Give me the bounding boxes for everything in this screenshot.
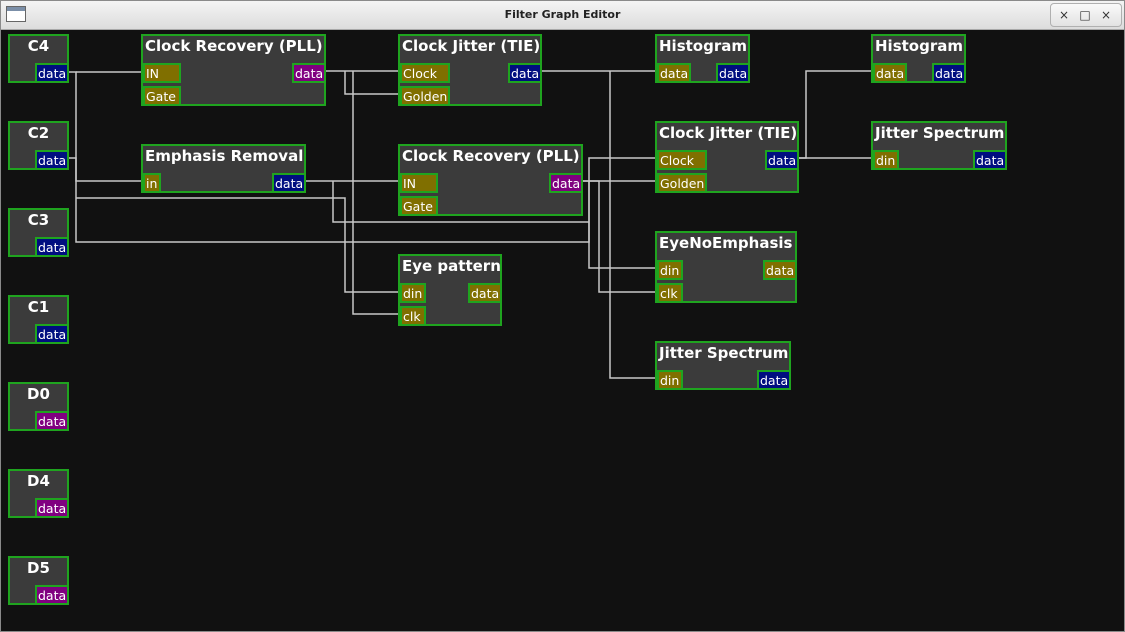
node-title: EyeNoEmphasis: [659, 234, 793, 252]
wire-c2-to-emphasis-removal: [67, 157, 143, 182]
node-eye-pattern[interactable]: Eye pattern din clk data: [398, 254, 502, 326]
wire-cdr1-to-jitter-golden: [344, 71, 400, 95]
node-title: Histogram: [875, 37, 963, 55]
output-port-data[interactable]: data: [508, 63, 542, 83]
source-label: C3: [27, 211, 50, 229]
input-port-in[interactable]: IN: [143, 63, 181, 83]
input-port-data[interactable]: data: [657, 63, 691, 83]
window-icon[interactable]: [6, 6, 26, 22]
source-output-port[interactable]: data: [35, 324, 69, 344]
input-port-din[interactable]: din: [657, 260, 683, 280]
node-title: Eye pattern: [402, 257, 501, 275]
node-eye-no-emphasis[interactable]: EyeNoEmphasis din clk data: [655, 231, 797, 303]
wire-cdr2-to-eyeno-din: [588, 181, 655, 269]
node-title: Histogram: [659, 37, 747, 55]
input-port-din[interactable]: din: [873, 150, 899, 170]
input-port-golden[interactable]: Golden: [400, 86, 450, 106]
output-port-data[interactable]: data: [468, 283, 502, 303]
input-port-clock[interactable]: Clock: [400, 63, 450, 83]
output-port-data[interactable]: data: [932, 63, 966, 83]
wire-emphasis-to-eye-din: [332, 181, 589, 223]
output-port-data[interactable]: data: [757, 370, 791, 390]
source-label: D5: [27, 559, 50, 577]
wire-cdr2-to-eyeno-clk: [581, 180, 655, 293]
wire-jitter1-to-spectrum: [609, 71, 655, 379]
node-histogram-1[interactable]: Histogram data data: [655, 34, 750, 83]
source-node-c1[interactable]: C1 data: [8, 295, 69, 344]
node-title: Clock Jitter (TIE): [402, 37, 541, 55]
input-port-gate[interactable]: Gate: [400, 196, 438, 216]
wire-c4-to-clock-recovery: [67, 71, 655, 243]
source-node-d4[interactable]: D4 data: [8, 469, 69, 518]
node-clock-recovery-1[interactable]: Clock Recovery (PLL) IN Gate data: [141, 34, 326, 106]
node-clock-jitter-2[interactable]: Clock Jitter (TIE) Clock Golden data: [655, 121, 799, 193]
node-histogram-2[interactable]: Histogram data data: [871, 34, 966, 83]
node-title: Jitter Spectrum: [659, 344, 789, 362]
output-port-data[interactable]: data: [716, 63, 750, 83]
wire-jitter2-to-histogram2: [797, 70, 871, 159]
source-output-port[interactable]: data: [35, 63, 69, 83]
node-jitter-spectrum-1[interactable]: Jitter Spectrum din data: [655, 341, 791, 390]
wire-layer: [67, 70, 871, 379]
node-title: Clock Recovery (PLL): [145, 37, 323, 55]
source-node-d5[interactable]: D5 data: [8, 556, 69, 605]
input-port-data[interactable]: data: [873, 63, 907, 83]
source-label: C2: [27, 124, 50, 142]
minimize-icon[interactable]: ×: [1058, 8, 1070, 22]
node-jitter-spectrum-2[interactable]: Jitter Spectrum din data: [871, 121, 1007, 170]
input-port-clk[interactable]: clk: [400, 306, 426, 326]
source-node-c4[interactable]: C4 data: [8, 34, 69, 83]
source-label: D0: [27, 385, 50, 403]
output-port-data[interactable]: data: [292, 63, 326, 83]
source-node-d0[interactable]: D0 data: [8, 382, 69, 431]
node-clock-recovery-2[interactable]: Clock Recovery (PLL) IN Gate data: [398, 144, 583, 216]
source-output-port[interactable]: data: [35, 498, 69, 518]
node-title: Clock Jitter (TIE): [659, 124, 798, 142]
source-label: D4: [27, 472, 50, 490]
input-port-clk[interactable]: clk: [657, 283, 683, 303]
source-output-port[interactable]: data: [35, 150, 69, 170]
node-title: Emphasis Removal: [145, 147, 304, 165]
input-port-gate[interactable]: Gate: [143, 86, 181, 106]
source-output-port[interactable]: data: [35, 411, 69, 431]
output-port-data[interactable]: data: [973, 150, 1007, 170]
input-port-golden[interactable]: Golden: [657, 173, 707, 193]
node-title: Clock Recovery (PLL): [402, 147, 580, 165]
graph-canvas[interactable]: C4 data C2 data C3 data C1 data D0 data …: [3, 30, 1124, 631]
source-label: C4: [27, 37, 50, 55]
wire-cdr1-to-eye-clk: [352, 71, 400, 315]
node-emphasis-removal[interactable]: Emphasis Removal in data: [141, 144, 306, 193]
window-title: Filter Graph Editor: [504, 8, 621, 21]
input-port-in[interactable]: IN: [400, 173, 438, 193]
maximize-icon[interactable]: □: [1079, 8, 1091, 22]
source-node-c3[interactable]: C3 data: [8, 208, 69, 257]
source-label: C1: [27, 298, 50, 316]
source-output-port[interactable]: data: [35, 585, 69, 605]
source-node-c2[interactable]: C2 data: [8, 121, 69, 170]
source-output-port[interactable]: data: [35, 237, 69, 257]
title-bar[interactable]: Filter Graph Editor × □ ×: [1, 1, 1124, 30]
output-port-data[interactable]: data: [272, 173, 306, 193]
input-port-clock[interactable]: Clock: [657, 150, 707, 170]
output-port-data[interactable]: data: [549, 173, 583, 193]
window-controls: × □ ×: [1050, 3, 1122, 27]
wire-c2-bus: [76, 197, 400, 293]
output-port-data[interactable]: data: [763, 260, 797, 280]
close-icon[interactable]: ×: [1100, 8, 1112, 22]
output-port-data[interactable]: data: [765, 150, 799, 170]
input-port-din[interactable]: din: [657, 370, 683, 390]
input-port-in[interactable]: in: [143, 173, 161, 193]
node-title: Jitter Spectrum: [875, 124, 1005, 142]
node-clock-jitter-1[interactable]: Clock Jitter (TIE) Clock Golden data: [398, 34, 542, 106]
input-port-din[interactable]: din: [400, 283, 426, 303]
